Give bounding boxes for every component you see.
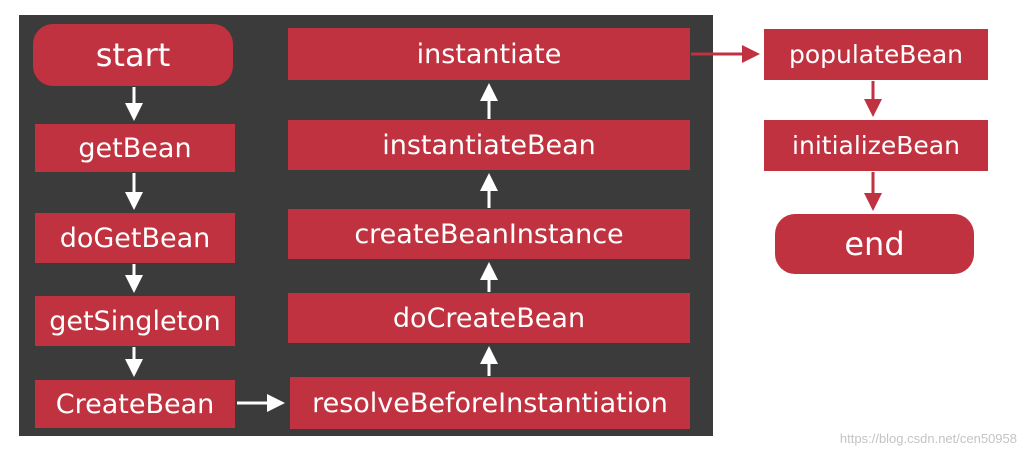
node-populatebean: populateBean: [764, 29, 988, 80]
node-resolvebeforeinstantiation: resolveBeforeInstantiation: [290, 377, 690, 429]
node-dogetbean: doGetBean: [35, 213, 235, 263]
node-getbean: getBean: [35, 124, 235, 172]
node-docreatebean: doCreateBean: [288, 293, 690, 343]
node-start: start: [33, 24, 233, 86]
node-end: end: [775, 214, 974, 274]
watermark: https://blog.csdn.net/cen50958: [839, 431, 1017, 446]
node-getsingleton: getSingleton: [35, 296, 235, 346]
node-initializebean: initializeBean: [764, 120, 988, 171]
node-createbean: CreateBean: [35, 380, 235, 428]
node-instantiatebean: instantiateBean: [288, 120, 690, 170]
node-instantiate: instantiate: [288, 28, 690, 80]
node-createbeaninstance: createBeanInstance: [288, 209, 690, 259]
